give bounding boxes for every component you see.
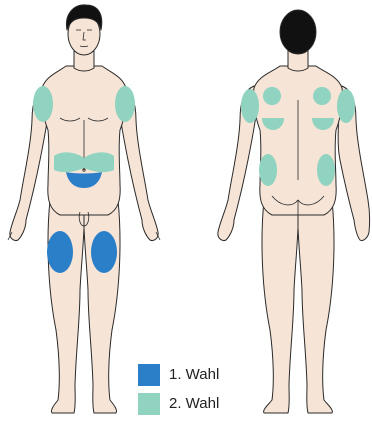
front-site-left-upper-arm xyxy=(33,86,53,122)
front-left-leg xyxy=(48,200,84,413)
legend-item-first-choice: 1. Wahl xyxy=(138,363,278,389)
back-figure xyxy=(218,10,370,413)
back-site-right-shoulder-blade-upper xyxy=(313,87,331,105)
back-site-left-upper-arm xyxy=(241,89,259,123)
front-site-right-thigh xyxy=(91,231,117,273)
front-site-left-thigh xyxy=(47,231,73,273)
back-site-left-shoulder-blade-upper xyxy=(263,87,281,105)
back-site-left-flank xyxy=(259,154,277,186)
back-site-right-flank xyxy=(317,154,335,186)
legend-swatch-second-choice xyxy=(138,393,160,415)
legend-item-second-choice: 2. Wahl xyxy=(138,392,278,418)
front-site-right-upper-arm xyxy=(115,86,135,122)
back-head xyxy=(280,10,316,54)
front-figure xyxy=(8,5,160,413)
legend-label-first-choice: 1. Wahl xyxy=(169,366,219,383)
legend-swatch-first-choice xyxy=(138,364,160,386)
back-site-right-upper-arm xyxy=(337,89,355,123)
legend-label-second-choice: 2. Wahl xyxy=(169,395,219,412)
back-right-leg xyxy=(298,200,334,413)
